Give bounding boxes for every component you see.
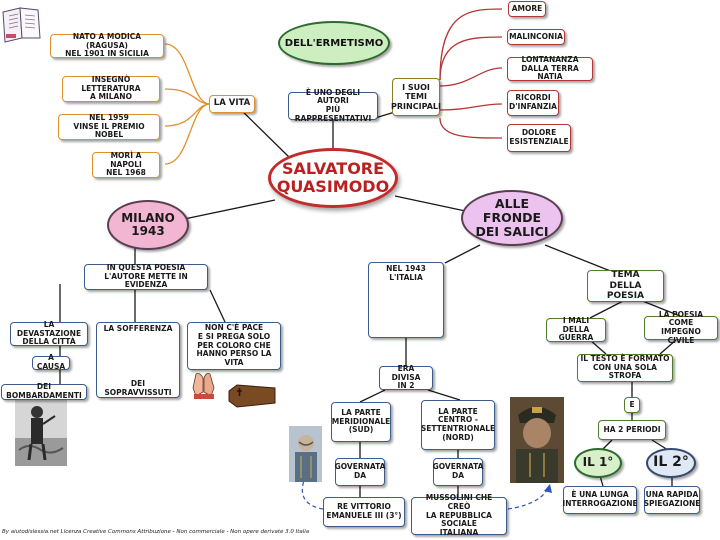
tema-item-lontananza: LONTANANZA DALLA TERRA NATIA bbox=[507, 55, 593, 81]
periodi-node: HA 2 PERIODI bbox=[598, 420, 666, 440]
governata-sud-node: GOVERNATA DA bbox=[335, 458, 385, 486]
lunga-interrogazione-node: È UNA LUNGA INTERROGAZIONE bbox=[562, 486, 638, 514]
tema-item-amore: AMORE bbox=[508, 1, 546, 17]
devastazione-node: LA DEVASTAZIONE DELLA CITTÀ bbox=[10, 320, 88, 346]
meridionale-node: LA PARTE MERIDIONALE (SUD) bbox=[331, 402, 391, 442]
italia-1943-node: NEL 1943 L'ITALIA bbox=[368, 262, 444, 338]
divisa-node: ERA DIVISA IN 2 bbox=[379, 364, 433, 390]
fronde-node: ALLE FRONDE DEI SALICI bbox=[461, 190, 563, 246]
mali-guerra-node: I MALI DELLA GUERRA bbox=[546, 316, 606, 342]
tema-item-malinconia: MALINCONIA bbox=[507, 29, 565, 45]
book-icon bbox=[2, 7, 41, 43]
la-vita-node: LA VITA bbox=[209, 95, 255, 113]
rapida-spiegazione-node: UNA RAPIDA SPIEGAZIONE bbox=[644, 486, 700, 514]
milano-node: MILANO 1943 bbox=[107, 200, 189, 250]
testo-strofa-node: IL TESTO È FORMATO CON UNA SOLA STROFA bbox=[577, 354, 673, 382]
non-ce-pace-node: NON C'È PACE E SI PREGA SOLO PER COLORO … bbox=[187, 322, 281, 370]
praying-hands-icon bbox=[192, 373, 215, 399]
vita-item-1: NATO A MODICA (RAGUSA) NEL 1901 IN SICIL… bbox=[50, 32, 164, 58]
soldier-photo bbox=[15, 398, 67, 466]
sopravvissuti-label: DEI SOPRAVVISSUTI bbox=[104, 379, 172, 397]
secondo-periodo-node: IL 2° bbox=[646, 448, 696, 478]
ermetismo-node: DELL'ERMETISMO bbox=[278, 21, 390, 65]
vita-item-2: INSEGNÒ LETTERATURA A MILANO bbox=[62, 75, 160, 102]
license-footer: By aiutodislessia.net Licenza Creative C… bbox=[2, 529, 310, 535]
mussolini-portrait bbox=[510, 397, 564, 483]
sofferenza-node: LA SOFFERENZA bbox=[96, 322, 180, 398]
impegno-civile-node: LA POESIA COME IMPEGNO CIVILE bbox=[644, 310, 718, 344]
king-portrait bbox=[289, 426, 322, 482]
vita-item-4: MORÌ A NAPOLI NEL 1968 bbox=[92, 151, 160, 178]
tema-item-ricordi: RICORDI D'INFANZIA bbox=[507, 90, 559, 116]
settentrionale-node: LA PARTE CENTRO - SETTENTRIONALE (NORD) bbox=[421, 400, 495, 450]
e-node: E bbox=[624, 397, 640, 413]
primo-periodo-node: IL 1° bbox=[574, 448, 622, 478]
poesia-evidenza-node: IN QUESTA POESIA L'AUTORE METTE IN EVIDE… bbox=[84, 263, 208, 290]
central-node: SALVATORE QUASIMODO bbox=[268, 148, 398, 208]
autori-node: È UNO DEGLI AUTORI PIÙ RAPPRESENTATIVI bbox=[288, 88, 378, 122]
a-causa-node: A CAUSA bbox=[32, 354, 70, 371]
temi-node: I SUOI TEMI PRINCIPALI bbox=[391, 78, 441, 116]
tema-item-dolore: DOLORE ESISTENZIALE bbox=[507, 124, 571, 152]
re-vittorio-node: RE VITTORIO EMANUELE III (3°) bbox=[323, 497, 405, 527]
governata-nord-node: GOVERNATA DA bbox=[433, 458, 483, 486]
tema-poesia-node: TEMA DELLA POESIA bbox=[587, 270, 664, 302]
mussolini-node: MUSSOLINI CHE CREÒ LA REPUBBLICA SOCIALE… bbox=[411, 494, 507, 537]
bombardamenti-node: DEI BOMBARDAMENTI bbox=[1, 383, 87, 400]
coffin-icon bbox=[228, 384, 276, 408]
vita-item-3: NEL 1959 VINSE IL PREMIO NOBEL bbox=[58, 113, 160, 140]
